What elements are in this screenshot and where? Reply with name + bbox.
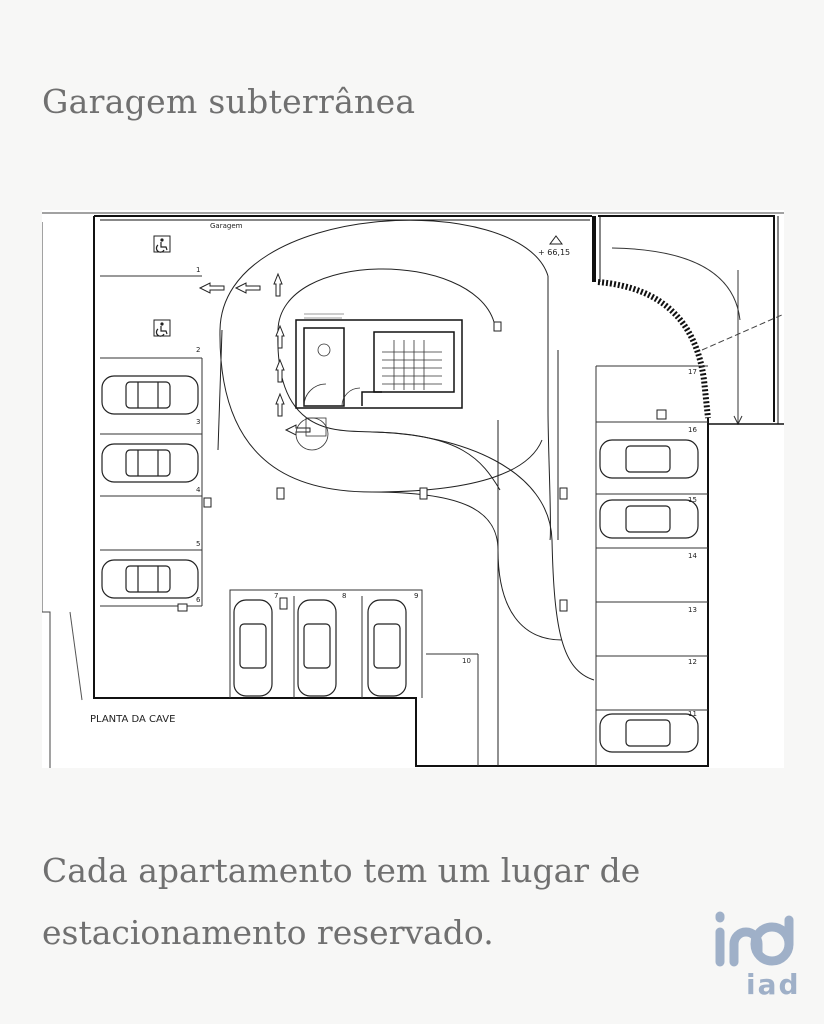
car bbox=[101, 375, 199, 415]
car bbox=[101, 443, 199, 483]
car bbox=[233, 599, 273, 697]
iad-logo-icon: iad bbox=[715, 911, 801, 1001]
car bbox=[599, 713, 699, 753]
circulation-paths bbox=[217, 219, 595, 766]
car bbox=[599, 499, 699, 539]
spot-number: 10 bbox=[462, 657, 471, 665]
building-outline bbox=[93, 215, 779, 767]
spot-number: 13 bbox=[688, 606, 697, 614]
car bbox=[367, 599, 407, 697]
room-label: Garagem bbox=[210, 222, 243, 230]
spot-number: 5 bbox=[196, 540, 200, 548]
caption-text: Cada apartamento tem um lugar de estacio… bbox=[42, 851, 641, 952]
spot-number: 11 bbox=[688, 710, 697, 718]
left-parking-column bbox=[100, 275, 203, 607]
spot-number: 7 bbox=[274, 592, 278, 600]
spot-number: 12 bbox=[688, 658, 697, 666]
spot-number: 17 bbox=[688, 368, 697, 376]
column-markers bbox=[177, 321, 667, 612]
spot-number: 14 bbox=[688, 552, 697, 560]
spot-number: 16 bbox=[688, 426, 697, 434]
stair-core bbox=[295, 319, 463, 409]
floor-plan-drawing: Garagem + 66,15 PLANTA DA CAVE 1 2 3 4 5… bbox=[42, 212, 784, 768]
accessible-parking-icon bbox=[153, 319, 171, 337]
direction-arrows bbox=[198, 272, 311, 436]
elevation-label: + 66,15 bbox=[538, 248, 570, 257]
page-title: Garagem subterrânea bbox=[42, 82, 416, 121]
spot-number: 15 bbox=[688, 496, 697, 504]
car bbox=[101, 559, 199, 599]
entrance-ramp-wall bbox=[597, 279, 711, 419]
spot-number: 2 bbox=[196, 346, 200, 354]
floor-plan: Garagem + 66,15 PLANTA DA CAVE 1 2 3 4 5… bbox=[42, 210, 784, 768]
logo-text: iad bbox=[746, 968, 801, 1001]
spot-number: 8 bbox=[342, 592, 346, 600]
car bbox=[297, 599, 337, 697]
car bbox=[599, 439, 699, 479]
floor-label: PLANTA DA CAVE bbox=[90, 714, 175, 725]
right-parking-column bbox=[595, 365, 708, 766]
accessible-parking-icon bbox=[153, 235, 171, 253]
spot-number: 4 bbox=[196, 486, 201, 494]
spot-number: 1 bbox=[196, 266, 200, 274]
iad-logo: iad bbox=[706, 906, 802, 1002]
spot-number: 3 bbox=[196, 418, 200, 426]
spot-number: 6 bbox=[196, 596, 201, 604]
spot-number: 9 bbox=[414, 592, 418, 600]
